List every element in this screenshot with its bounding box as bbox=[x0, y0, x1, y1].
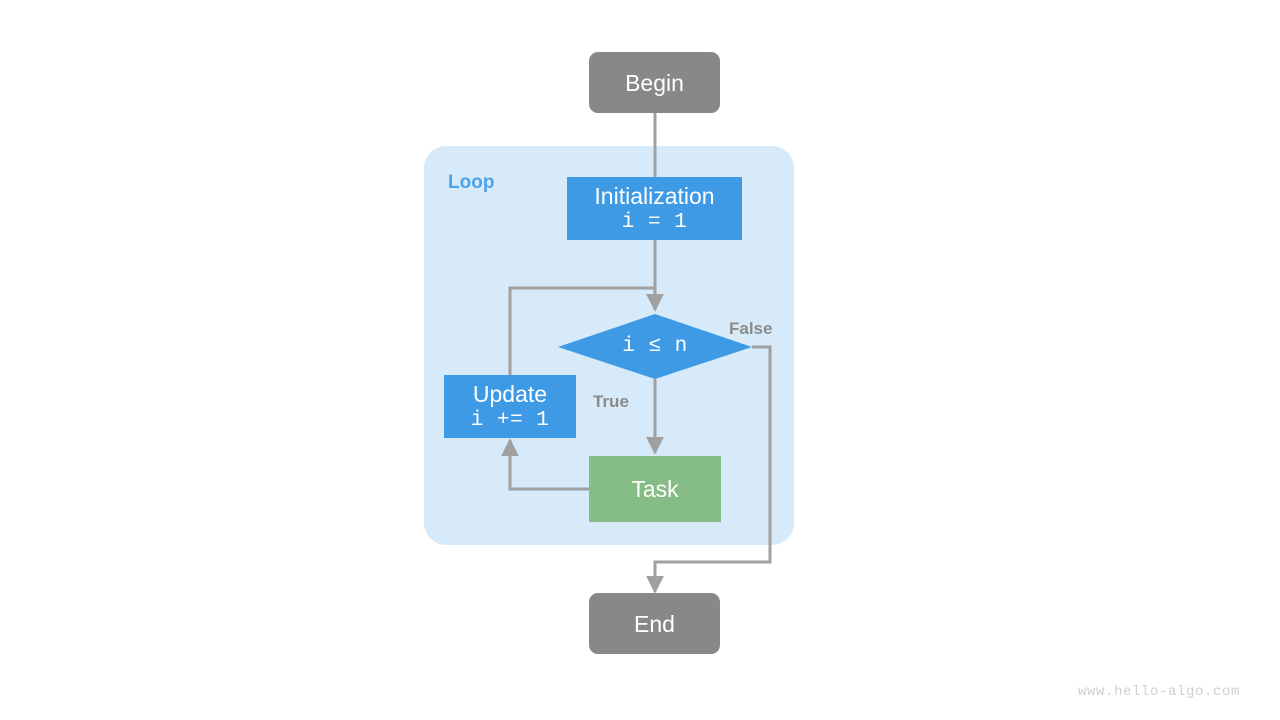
node-condition[interactable] bbox=[558, 314, 752, 379]
edge-task-to-update bbox=[501, 438, 589, 491]
edge-condition-to-end bbox=[646, 345, 772, 594]
node-update[interactable] bbox=[444, 375, 576, 438]
node-begin[interactable] bbox=[589, 52, 720, 113]
loop-group-label: Loop bbox=[448, 172, 495, 193]
node-initialization[interactable] bbox=[567, 177, 742, 240]
node-task[interactable] bbox=[589, 456, 721, 522]
edge-label-true: True bbox=[593, 392, 629, 411]
watermark: www.hello-algo.com bbox=[1077, 684, 1240, 700]
edge-update-to-condition bbox=[508, 286, 655, 375]
node-end[interactable] bbox=[589, 593, 720, 654]
edge-label-false: False bbox=[729, 319, 773, 338]
